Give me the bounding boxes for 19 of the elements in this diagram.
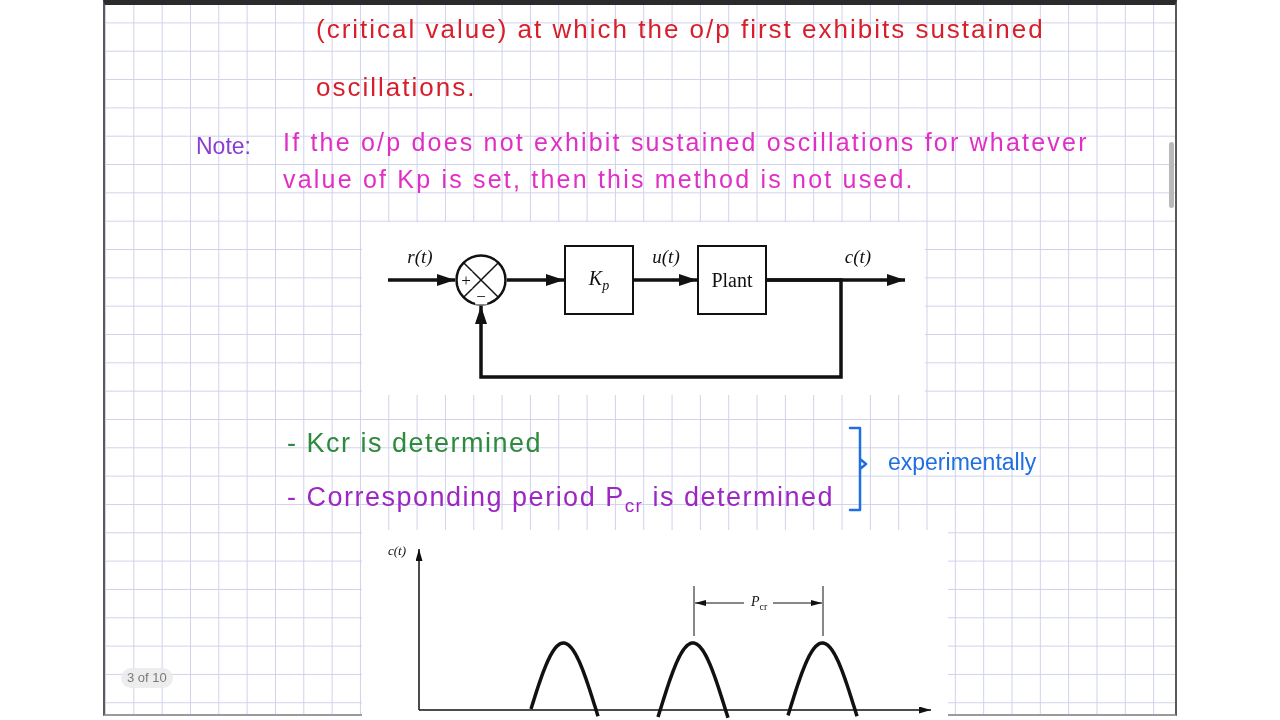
plant-block [697, 245, 767, 315]
summing-junction [455, 254, 507, 306]
signal-label: r(t) [405, 247, 435, 267]
gain-block [564, 245, 634, 315]
bullet-item: - Kcr is determined [287, 427, 543, 459]
handwritten-note: If the o/p does not exhibit sustained oscillations for whatever value of Kp is set, then this method is not used. [283, 127, 1090, 195]
handwritten-note: (critical value) at which the o/p first exhibits sustained oscillations. [316, 13, 1046, 104]
handwritten-note: experimentally [888, 448, 1037, 477]
note-heading: Note: [196, 132, 251, 161]
signal-label: c(t) [842, 247, 874, 267]
signal-label: u(t) [650, 247, 682, 267]
axis-label: c(t) [388, 543, 407, 558]
signal-arrow [634, 274, 697, 286]
block-label: K$_{p}$ [588, 266, 610, 294]
signal-arrow [388, 274, 455, 286]
page-counter: 3 of 10 [121, 668, 173, 688]
bullet-item: - Corresponding period P$_{cr}$ is determined [287, 481, 834, 519]
signal-arrow [507, 274, 564, 286]
block-label: Plant [711, 268, 753, 292]
